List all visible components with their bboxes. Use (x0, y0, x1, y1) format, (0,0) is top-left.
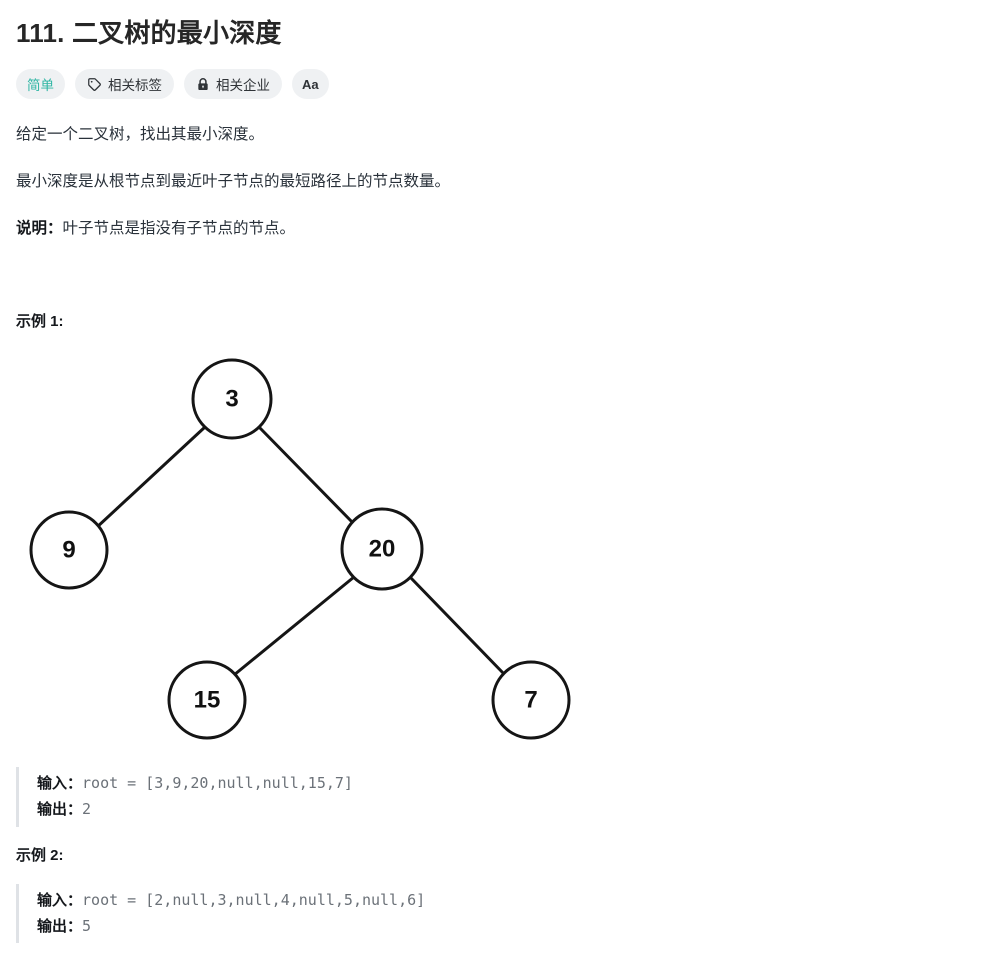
edge-3-9 (94, 426, 207, 530)
tree-node-label: 7 (524, 687, 537, 714)
description-note: 说明：叶子节点是指没有子节点的节点。 (16, 217, 971, 241)
related-companies-label: 相关企业 (216, 78, 270, 94)
description-line-1: 给定一个二叉树，找出其最小深度。 (16, 126, 265, 144)
page-title: 111. 二叉树的最小深度 (16, 18, 282, 48)
tree-node-9: 9 (29, 510, 109, 590)
tag-icon (87, 77, 102, 92)
example-1-output-line: 输出：2 (37, 797, 971, 823)
tree-node-label: 15 (194, 687, 221, 714)
output-value: 5 (82, 916, 92, 935)
example-1-input-line: 输入：root = [3,9,20,null,null,15,7] (37, 771, 971, 797)
output-label: 输出： (37, 800, 83, 818)
example-1-label: 示例 1: (16, 313, 64, 331)
tree-nodes: 3 9 20 15 7 (29, 358, 571, 740)
tree-node-3: 3 (191, 358, 273, 440)
example-1-code-block: 输入：root = [3,9,20,null,null,15,7] 输出：2 (16, 767, 971, 827)
related-tags-button[interactable]: 相关标签 (75, 69, 174, 100)
problem-description: 给定一个二叉树，找出其最小深度。 最小深度是从根节点到最近叶子节点的最短路径上的… (16, 123, 971, 241)
translate-icon: Aa (302, 76, 319, 92)
input-label: 输入： (37, 775, 83, 793)
tree-node-15: 15 (167, 660, 247, 740)
tree-node-label: 3 (225, 386, 238, 413)
input-value: root = [3,9,20,null,null,15,7] (82, 774, 353, 793)
difficulty-label: 简单 (27, 78, 54, 94)
example-2-input-line: 输入：root = [2,null,3,null,4,null,5,null,6… (37, 888, 971, 914)
related-tags-label: 相关标签 (108, 78, 162, 94)
related-companies-button[interactable]: 相关企业 (184, 69, 282, 100)
example-2-code-block: 输入：root = [2,null,3,null,4,null,5,null,6… (16, 883, 971, 944)
problem-page: 111. 二叉树的最小深度 简单 相关标签 (16, 18, 971, 944)
lock-icon (196, 77, 210, 92)
binary-tree-figure: 3 9 20 15 7 (16, 350, 616, 745)
binary-tree-svg: 3 9 20 15 7 (29, 358, 571, 740)
output-label: 输出： (37, 917, 83, 935)
example-2-output-line: 输出：5 (37, 914, 971, 940)
tree-node-7: 7 (491, 660, 571, 740)
problem-meta-badges: 简单 相关标签 相关企业 Aa (16, 69, 971, 100)
tree-node-label: 20 (369, 536, 396, 563)
edge-3-20 (257, 426, 357, 527)
note-label: 说明： (16, 220, 63, 238)
note-text: 叶子节点是指没有子节点的节点。 (62, 220, 296, 238)
description-line-2: 最小深度是从根节点到最近叶子节点的最短路径上的节点数量。 (16, 173, 451, 191)
output-value: 2 (82, 799, 92, 818)
tree-node-label: 9 (62, 537, 75, 564)
input-value: root = [2,null,3,null,4,null,5,null,6] (82, 890, 426, 909)
edge-20-7 (408, 576, 507, 677)
example-2-label: 示例 2: (16, 846, 64, 864)
tree-node-20: 20 (340, 507, 424, 591)
translate-button[interactable]: Aa (292, 69, 329, 100)
difficulty-badge: 简单 (16, 69, 65, 100)
edge-20-15 (233, 575, 355, 677)
tree-edges (94, 426, 507, 677)
input-label: 输入： (37, 891, 83, 909)
